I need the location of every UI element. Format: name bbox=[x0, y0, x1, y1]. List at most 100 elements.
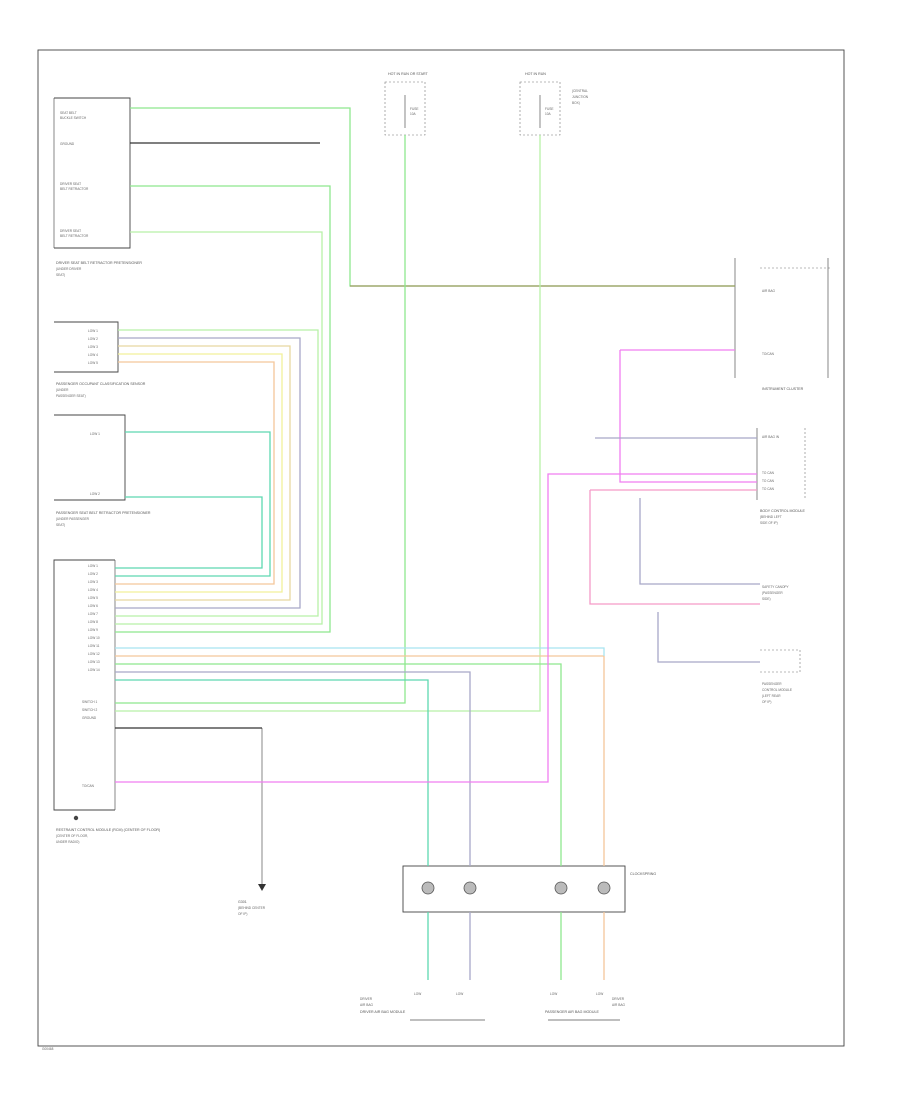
svg-text:LOW 11: LOW 11 bbox=[88, 644, 100, 648]
svg-text:LOW 9: LOW 9 bbox=[88, 628, 98, 632]
svg-text:SIDE OF IP): SIDE OF IP) bbox=[760, 521, 778, 525]
svg-text:SIDE): SIDE) bbox=[762, 597, 771, 601]
svg-text:BELT RETRACTOR: BELT RETRACTOR bbox=[60, 187, 89, 191]
svg-text:TO CAN: TO CAN bbox=[762, 487, 775, 491]
svg-text:TO CAN: TO CAN bbox=[762, 479, 775, 483]
svg-text:TO/CAN: TO/CAN bbox=[82, 784, 95, 788]
svg-text:LOW 6: LOW 6 bbox=[88, 604, 98, 608]
instrument-cluster: AIR BAG TO/CAN INSTRUMENT CLUSTER bbox=[734, 258, 830, 391]
svg-text:(UNDER DRIVER: (UNDER DRIVER bbox=[56, 267, 82, 271]
svg-text:DRIVER SEAT: DRIVER SEAT bbox=[60, 229, 81, 233]
svg-text:BELT RETRACTOR: BELT RETRACTOR bbox=[60, 234, 89, 238]
wire-light_green bbox=[115, 135, 541, 712]
svg-text:(LEFT REAR: (LEFT REAR bbox=[762, 694, 781, 698]
wire-teal bbox=[115, 431, 271, 577]
clockspring: CLOCKSPRING bbox=[402, 865, 656, 913]
driver-airbag-module: LOW LOW DRIVER AIR BAG DRIVER AIR BAG MO… bbox=[360, 992, 485, 1021]
wire-magenta bbox=[619, 350, 757, 483]
svg-text:LOW 5: LOW 5 bbox=[88, 361, 98, 365]
wire-orange bbox=[115, 655, 605, 866]
wire-gray bbox=[657, 612, 760, 663]
wire-gray bbox=[115, 337, 301, 609]
wire-green bbox=[130, 107, 735, 287]
wire-orange bbox=[115, 361, 275, 585]
wire-green bbox=[115, 135, 406, 704]
footer-code: G00468 bbox=[42, 1047, 54, 1051]
svg-text:SEAT): SEAT) bbox=[56, 523, 65, 527]
svg-text:LOW 5: LOW 5 bbox=[88, 596, 98, 600]
svg-text:SAFETY CANOPY: SAFETY CANOPY bbox=[762, 585, 790, 589]
svg-text:LOW: LOW bbox=[550, 992, 557, 996]
svg-text:DRIVER SEAT: DRIVER SEAT bbox=[60, 182, 81, 186]
svg-text:10A: 10A bbox=[410, 112, 417, 116]
wire-teal bbox=[115, 496, 263, 569]
svg-text:LOW 1: LOW 1 bbox=[88, 329, 98, 333]
svg-text:DRIVER: DRIVER bbox=[612, 997, 625, 1001]
passenger-retractor-box bbox=[54, 414, 126, 501]
wire-green bbox=[115, 663, 562, 866]
svg-text:(BEHIND LEFT: (BEHIND LEFT bbox=[760, 515, 782, 519]
fuse-right: HOT IN RUN FUSE 10A (CENTRAL JUNCTION BO… bbox=[519, 72, 589, 136]
rcm-label: RESTRAINT CONTROL MODULE (RCM) (CENTER O… bbox=[56, 828, 160, 832]
wire-light_green bbox=[115, 329, 319, 617]
svg-text:HOT IN RUN: HOT IN RUN bbox=[525, 72, 546, 76]
diagram-frame bbox=[37, 49, 845, 1047]
occupant-sensor-label: PASSENGER OCCUPANT CLASSIFICATION SENSOR bbox=[56, 382, 146, 386]
body-control-module: AIR BAG IN TO CAN TO CAN TO CAN BODY CON… bbox=[756, 428, 806, 525]
svg-text:DRIVER AIR BAG MODULE: DRIVER AIR BAG MODULE bbox=[360, 1010, 406, 1014]
svg-text:LOW 2: LOW 2 bbox=[88, 337, 98, 341]
svg-text:CONTROL MODULE: CONTROL MODULE bbox=[762, 688, 792, 692]
clockspring-terminal bbox=[597, 881, 611, 895]
wire-pink bbox=[589, 490, 760, 605]
restraint-module-box bbox=[53, 559, 115, 811]
wire-green bbox=[115, 185, 331, 633]
driver-retractor-label: DRIVER SEAT BELT RETRACTOR PRETENSIONER bbox=[56, 261, 142, 265]
ground-symbol: G301 (BEHIND CENTER OF IP) bbox=[238, 728, 266, 916]
svg-text:UNDER RADIO): UNDER RADIO) bbox=[56, 840, 79, 844]
svg-text:BUCKLE SWITCH: BUCKLE SWITCH bbox=[60, 116, 87, 120]
clockspring-terminal bbox=[463, 881, 477, 895]
svg-text:BOX): BOX) bbox=[572, 101, 580, 105]
svg-text:(CENTRAL: (CENTRAL bbox=[572, 89, 588, 93]
svg-text:LOW 1: LOW 1 bbox=[88, 564, 98, 568]
svg-text:CLOCKSPRING: CLOCKSPRING bbox=[630, 872, 656, 876]
wire-gray bbox=[639, 498, 760, 585]
svg-text:LOW 14: LOW 14 bbox=[88, 668, 100, 672]
svg-text:LOW 4: LOW 4 bbox=[88, 588, 98, 592]
svg-text:JUNCTION: JUNCTION bbox=[572, 95, 589, 99]
svg-text:AIR BAG: AIR BAG bbox=[762, 289, 775, 293]
svg-text:TO/CAN: TO/CAN bbox=[762, 352, 775, 356]
svg-text:LOW 4: LOW 4 bbox=[88, 353, 98, 357]
passenger-retractor-label: PASSENGER SEAT BELT RETRACTOR PRETENSION… bbox=[56, 511, 151, 515]
svg-text:LOW 10: LOW 10 bbox=[88, 636, 100, 640]
rcm-pin-labels: LOW 1 LOW 2 LOW 3 LOW 4 LOW 5 LOW 6 LOW … bbox=[82, 564, 100, 788]
svg-text:LOW 2: LOW 2 bbox=[90, 492, 100, 496]
fuse-left: HOT IN RUN OR START FUSE 10A bbox=[384, 72, 429, 136]
svg-text:DRIVER: DRIVER bbox=[360, 997, 373, 1001]
svg-text:LOW: LOW bbox=[596, 992, 603, 996]
svg-text:(UNDER: (UNDER bbox=[56, 388, 69, 392]
svg-text:AIR BAG: AIR BAG bbox=[612, 1003, 625, 1007]
wire-tan bbox=[115, 345, 291, 601]
svg-text:LOW 3: LOW 3 bbox=[88, 345, 98, 349]
svg-text:LOW 1: LOW 1 bbox=[90, 432, 100, 436]
svg-text:(PASSENGER: (PASSENGER bbox=[762, 591, 783, 595]
side-sensor-labels: SAFETY CANOPY (PASSENGER SIDE) PASSENGER… bbox=[760, 585, 801, 704]
svg-text:PASSENGER: PASSENGER bbox=[762, 682, 782, 686]
driver-seat-module-box bbox=[54, 97, 131, 249]
svg-text:OF IP): OF IP) bbox=[762, 700, 771, 704]
svg-text:SWITCH 2: SWITCH 2 bbox=[82, 708, 97, 712]
svg-text:LOW 2: LOW 2 bbox=[88, 572, 98, 576]
svg-text:PASSENGER SEAT): PASSENGER SEAT) bbox=[56, 394, 86, 398]
wire-cyan bbox=[115, 647, 605, 656]
svg-text:FUSE: FUSE bbox=[410, 107, 419, 111]
clockspring-terminal bbox=[421, 881, 435, 895]
wire-yellow bbox=[115, 353, 283, 593]
svg-text:INSTRUMENT CLUSTER: INSTRUMENT CLUSTER bbox=[762, 387, 804, 391]
svg-text:LOW 3: LOW 3 bbox=[88, 580, 98, 584]
svg-text:BODY CONTROL MODULE: BODY CONTROL MODULE bbox=[760, 509, 806, 513]
svg-text:10A: 10A bbox=[545, 112, 552, 116]
svg-text:LOW: LOW bbox=[456, 992, 463, 996]
svg-text:FUSE: FUSE bbox=[545, 107, 554, 111]
